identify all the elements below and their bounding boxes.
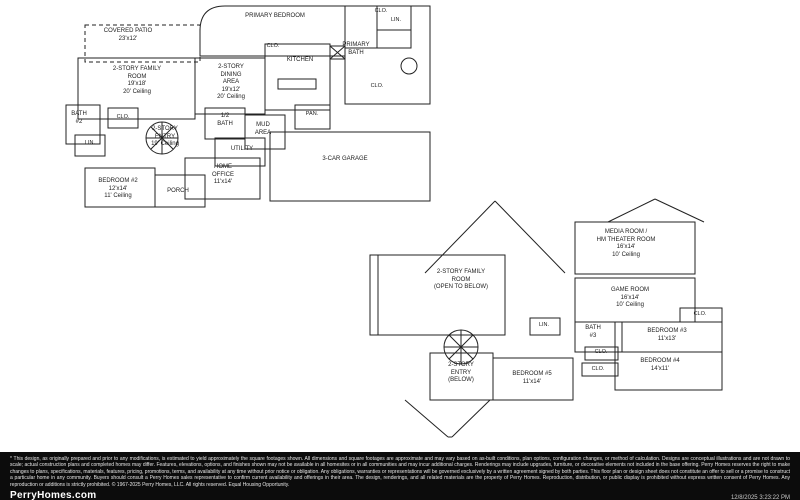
room-label-utility: UTILITY: [230, 146, 254, 152]
disclaimer-text: * This design, as originally prepared an…: [10, 456, 790, 488]
kitchen-walls: [264, 43, 331, 111]
room-label-lin-top: LIN.: [390, 17, 402, 23]
primary-bedroom-walls: [199, 5, 346, 57]
linen-walls: [529, 317, 561, 336]
room-label-pantry: PAN.: [305, 111, 319, 117]
room-label-dining: 2-STORY DINING AREA 19'x12' 20' Ceiling: [217, 64, 245, 100]
room-label-lin: LIN.: [538, 322, 550, 328]
family-open-walls: [369, 254, 506, 336]
bath3-walls: [574, 321, 616, 353]
bedroom5-walls: [492, 357, 574, 401]
tub-icon: [400, 57, 418, 75]
utility-walls: [214, 137, 266, 167]
fireplace-icon: [329, 45, 346, 60]
second-floor-walls: [369, 198, 723, 438]
room-label-primary-bath: PRIMARY BATH: [342, 42, 370, 56]
first-floor-plan: PRIMARY BEDROOM CLO. LIN. COVERED PATIO …: [65, 4, 433, 209]
room-label-family-open: 2-STORY FAMILY ROOM (OPEN TO BELOW): [433, 269, 489, 290]
room-label-game-room: GAME ROOM 16'x14' 10' Ceiling: [610, 287, 650, 308]
room-label-garage: 3-CAR GARAGE: [322, 156, 368, 162]
media-room-walls: [574, 221, 696, 275]
roof-lines-right: [607, 198, 705, 223]
closet-mid-walls: [584, 346, 619, 361]
room-label-entry-below: 2-STORY ENTRY (BELOW): [448, 362, 474, 383]
room-label-porch: PORCH: [167, 188, 189, 194]
room-label-clo-b5: CLO.: [591, 366, 605, 372]
room-label-bath3: BATH #3: [585, 325, 601, 339]
kitchen-island: [277, 78, 317, 90]
room-label-clo-hall: CLO.: [116, 114, 130, 120]
roof-lines-top: [424, 200, 566, 274]
room-label-bedroom5: BEDROOM #5 11'x14': [512, 371, 552, 385]
room-label-clo-right: CLO.: [693, 311, 707, 317]
room-label-media-room: MEDIA ROOM / HM THEATER ROOM 16'x14' 10'…: [596, 229, 656, 258]
brand-wordmark: PerryHomes.com: [10, 489, 97, 500]
covered-patio-walls: [84, 24, 201, 63]
porch-walls: [154, 174, 206, 208]
room-label-family-room: 2-STORY FAMILY ROOM 19'x18' 20' Ceiling: [112, 66, 162, 95]
second-floor-plan: MEDIA ROOM / HM THEATER ROOM 16'x14' 10'…: [360, 195, 732, 445]
room-label-primary-bedroom: PRIMARY BEDROOM: [245, 13, 305, 19]
bedroom4-walls: [614, 351, 723, 391]
home-office-walls: [184, 157, 261, 200]
linen-walls: [74, 134, 106, 157]
roof-lines-bottom: [404, 399, 491, 438]
room-label-clo-mid: CLO.: [594, 349, 608, 355]
closet-b5-walls: [581, 362, 619, 377]
room-label-bath2: BATH #2: [71, 111, 87, 125]
primary-bath-walls: [344, 5, 431, 105]
first-floor-walls: [65, 5, 431, 208]
room-label-bedroom2: BEDROOM #2 12'x14' 11' Ceiling: [98, 178, 138, 199]
room-label-clo-top: CLO.: [374, 8, 388, 14]
room-label-half-bath: 1/2 BATH: [217, 113, 233, 127]
room-label-bedroom3: BEDROOM #3 11'x13': [647, 328, 687, 342]
room-label-home-office: HOME OFFICE 11'x14': [212, 164, 234, 185]
room-label-clo-right: CLO.: [370, 83, 384, 89]
room-label-covered-patio: COVERED PATIO 23'x12': [103, 28, 153, 42]
room-label-bedroom4: BEDROOM #4 14'x11': [640, 358, 680, 372]
pantry-walls: [294, 104, 331, 130]
print-timestamp: 12/8/2025 3:23:22 PM: [730, 494, 790, 500]
room-label-clo-kitchen: CLO.: [266, 43, 280, 49]
room-label-kitchen: KITCHEN: [286, 57, 314, 63]
footer-bar: * This design, as originally prepared an…: [0, 452, 800, 500]
garage-walls: [269, 131, 431, 202]
hall-closet-walls: [107, 107, 139, 129]
room-label-mud-area: MUD AREA: [254, 122, 272, 136]
room-label-lin-left: LIN.: [84, 140, 96, 146]
bath2-walls: [65, 104, 101, 145]
room-label-entry: 2-STORY ENTRY 19' Ceiling: [151, 126, 179, 147]
